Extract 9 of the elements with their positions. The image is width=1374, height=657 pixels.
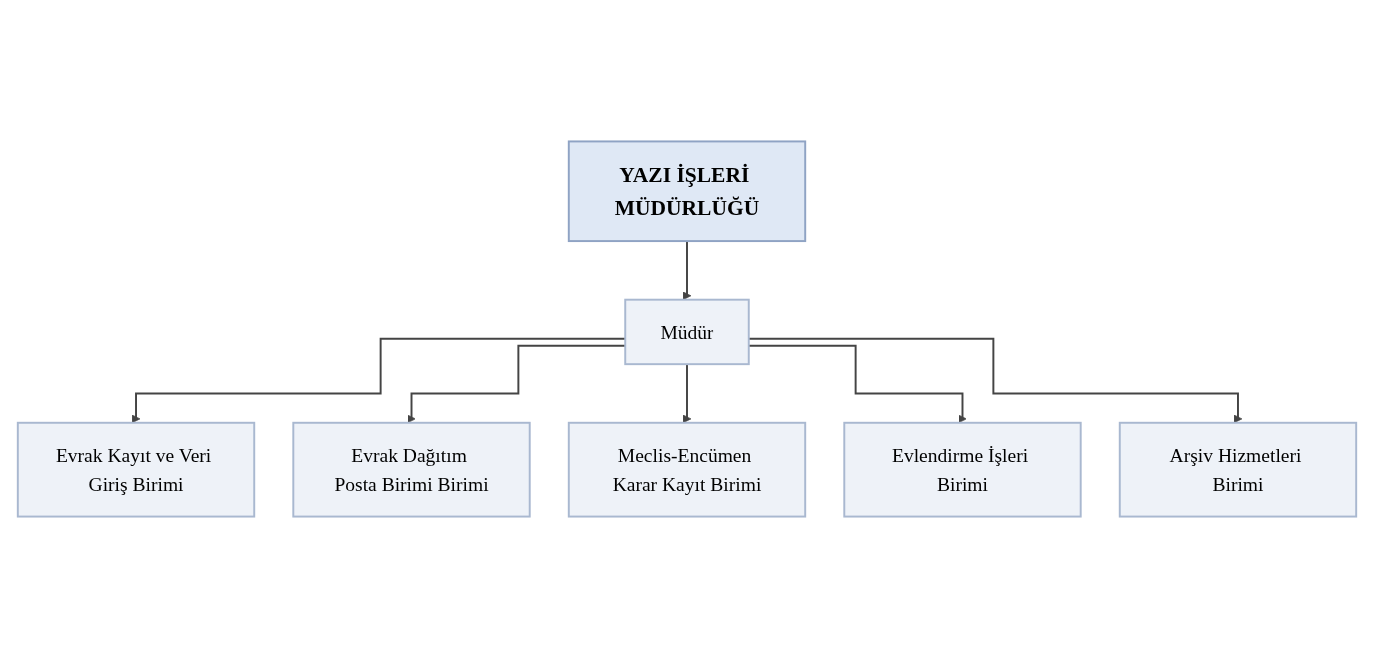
node-box: YAZI İŞLERİ MÜDÜRLÜĞÜ <box>567 139 807 242</box>
arrow <box>682 362 692 423</box>
node-box: Evrak Dağıtım Posta Birimi Birimi <box>292 421 531 518</box>
node-box: Arşiv Hizmetleri Birimi <box>1118 421 1358 518</box>
node-box: Meclis-Encümen Karar Kayıt Birimi <box>567 421 807 518</box>
node-box: Müdür <box>624 298 750 365</box>
node-box: Evrak Kayıt ve Veri Giriş Birimi <box>16 421 256 518</box>
arrow <box>682 239 692 300</box>
node-box: Evlendirme İşleri Birimi <box>843 421 1082 518</box>
